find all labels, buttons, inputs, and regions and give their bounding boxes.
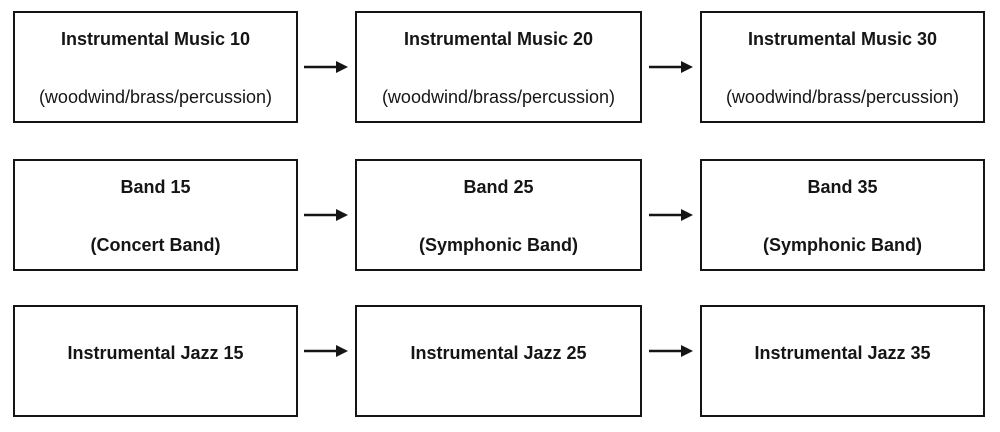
flow-box-instrumental-music-10: Instrumental Music 10 (woodwind/brass/pe… xyxy=(13,11,298,123)
flow-box-instrumental-music-20: Instrumental Music 20 (woodwind/brass/pe… xyxy=(355,11,642,123)
box-title: Instrumental Jazz 15 xyxy=(67,343,244,363)
box-title: Instrumental Jazz 25 xyxy=(410,343,587,363)
box-subtitle: (Symphonic Band) xyxy=(762,235,922,255)
box-subtitle: (Symphonic Band) xyxy=(418,235,578,255)
right-arrow-icon xyxy=(649,61,693,73)
right-arrow-icon xyxy=(304,61,348,73)
flow-box-instrumental-jazz-35: Instrumental Jazz 35 xyxy=(700,305,985,417)
flow-box-band-15: Band 15 (Concert Band) xyxy=(13,159,298,271)
right-arrow-icon xyxy=(304,345,348,357)
box-subtitle: (woodwind/brass/percussion) xyxy=(725,87,960,107)
box-title: Band 15 xyxy=(120,177,191,197)
right-arrow-icon xyxy=(649,209,693,221)
flow-box-instrumental-music-30: Instrumental Music 30 (woodwind/brass/pe… xyxy=(700,11,985,123)
right-arrow-icon xyxy=(304,209,348,221)
flow-box-band-25: Band 25 (Symphonic Band) xyxy=(355,159,642,271)
box-title: Instrumental Music 30 xyxy=(747,29,938,49)
box-title: Band 25 xyxy=(463,177,534,197)
flow-box-instrumental-jazz-15: Instrumental Jazz 15 xyxy=(13,305,298,417)
box-subtitle: (Concert Band) xyxy=(90,235,221,255)
box-title: Band 35 xyxy=(807,177,878,197)
flow-box-instrumental-jazz-25: Instrumental Jazz 25 xyxy=(355,305,642,417)
box-subtitle: (woodwind/brass/percussion) xyxy=(38,87,273,107)
right-arrow-icon xyxy=(649,345,693,357)
box-title: Instrumental Music 10 xyxy=(60,29,251,49)
box-title: Instrumental Jazz 35 xyxy=(754,343,931,363)
flow-box-band-35: Band 35 (Symphonic Band) xyxy=(700,159,985,271)
box-title: Instrumental Music 20 xyxy=(403,29,594,49)
box-subtitle: (woodwind/brass/percussion) xyxy=(381,87,616,107)
